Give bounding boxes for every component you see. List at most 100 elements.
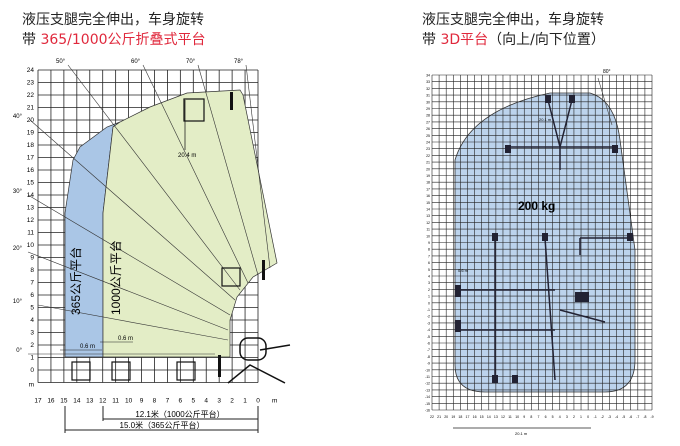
x-tick-label: 3 xyxy=(217,398,221,405)
y-tick-label: 3 xyxy=(30,330,34,337)
y-tick-label: 2 xyxy=(428,288,430,292)
left-tick-labels: 2423222120191817161514131211109876543210… xyxy=(27,67,278,405)
y-tick-label: 8 xyxy=(30,267,34,274)
angle-lines: 0°10°20°30°40°50°60°70°78° xyxy=(13,59,271,355)
y-tick-label: 19 xyxy=(426,174,430,178)
right-grid xyxy=(431,74,653,411)
y-tick-label: -13 xyxy=(425,388,430,392)
angle-line xyxy=(142,64,249,284)
right-title-line1: 液压支腿完全伸出，车身旋转 xyxy=(422,12,604,28)
y-tick-label: 6 xyxy=(428,261,430,265)
y-tick-label: 16 xyxy=(426,194,430,198)
y-tick-label: 5 xyxy=(30,305,34,312)
y-tick-label: 22 xyxy=(27,92,35,99)
x-tick-label: 12 xyxy=(99,398,107,405)
y-tick-label: -14 xyxy=(425,395,430,399)
y-tick-label: 10 xyxy=(27,242,35,249)
x-tick-label: 12 xyxy=(501,415,505,419)
y-tick-label: 7 xyxy=(428,254,430,258)
y-tick-label: 23 xyxy=(27,80,35,87)
y-tick-label: 1 xyxy=(30,355,34,362)
x-tick-label: -5 xyxy=(622,415,625,419)
y-tick-label: 21 xyxy=(27,105,35,112)
left-height-label: 20.4 m xyxy=(178,153,196,159)
x-tick-label: 16 xyxy=(47,398,55,405)
y-tick-label: 9 xyxy=(30,255,34,262)
y-tick-label: 24 xyxy=(27,67,35,74)
y-tick-label: -15 xyxy=(425,402,430,406)
x-tick-label: 1 xyxy=(243,398,247,405)
x-tick-label: -6 xyxy=(629,415,632,419)
y-tick-label: 16 xyxy=(27,167,35,174)
x-tick-label: 6 xyxy=(545,415,547,419)
platform-icon xyxy=(176,361,196,381)
y-tick-label: 26 xyxy=(426,127,430,131)
x-tick-label: -2 xyxy=(601,415,604,419)
x-tick-label: 19 xyxy=(451,415,455,419)
y-tick-label: 34 xyxy=(426,74,430,78)
y-tick-label: 21 xyxy=(426,161,430,165)
y-tick-label: 0 xyxy=(30,367,34,374)
platform-icons xyxy=(71,98,241,381)
angle-line xyxy=(29,119,236,301)
x-tick-label: -7 xyxy=(636,415,639,419)
y-tick-label: 24 xyxy=(426,141,430,145)
platform-icon xyxy=(71,361,91,381)
right-offset-label: 0.6 m xyxy=(458,268,469,273)
y-tick-label: -4 xyxy=(427,328,430,332)
offset-1000-label: 0.6 m xyxy=(118,336,133,342)
y-tick-label: 27 xyxy=(426,120,430,124)
platform-icons-3d xyxy=(455,95,633,383)
x-tick-label: -4 xyxy=(615,415,618,419)
x-tick-label: -1 xyxy=(594,415,597,419)
y-tick-label: 4 xyxy=(30,317,34,324)
left-title: 液压支腿完全伸出，车身旋转 带 365/1000公斤折叠式平台 xyxy=(22,10,206,50)
y-tick-label: -16 xyxy=(425,409,430,413)
x-tick-label: 22 xyxy=(430,415,434,419)
y-unit-label: m xyxy=(29,382,34,389)
y-tick-label: 23 xyxy=(426,147,430,151)
x-tick-label: 16 xyxy=(473,415,477,419)
x-tick-label: -8 xyxy=(643,415,646,419)
angle-line xyxy=(37,304,229,341)
x-tick-label: 18 xyxy=(458,415,462,419)
right-title-prefix: 带 xyxy=(422,32,441,48)
x-tick-label: 11 xyxy=(508,415,512,419)
x-tick-label: 20 xyxy=(444,415,448,419)
right-title-line2: 带 3D平台（向上/向下位置） xyxy=(422,30,605,50)
right-title-highlight: 3D平台 xyxy=(440,32,489,48)
y-tick-label: 13 xyxy=(426,214,430,218)
y-tick-label: 8 xyxy=(428,248,430,252)
operator-icon xyxy=(230,92,233,110)
y-tick-label: 1 xyxy=(428,295,430,299)
y-tick-label: -10 xyxy=(425,368,430,372)
x-tick-label: 5 xyxy=(552,415,554,419)
zone-365-label: 365公斤平台 xyxy=(68,247,83,315)
y-tick-label: 12 xyxy=(27,217,35,224)
x-tick-label: 4 xyxy=(204,398,208,405)
x-tick-label: 5 xyxy=(191,398,195,405)
y-tick-label: 9 xyxy=(428,241,430,245)
angle-label: 0° xyxy=(16,348,22,354)
angle-label: 70° xyxy=(186,59,196,65)
operator-icon xyxy=(262,260,265,280)
offset-365-label: 0.6 m xyxy=(80,344,95,350)
x-tick-label: 8 xyxy=(153,398,157,405)
x-tick-label: 4 xyxy=(559,415,561,419)
y-tick-label: 30 xyxy=(426,100,430,104)
y-tick-label: 25 xyxy=(426,134,430,138)
y-tick-label: -12 xyxy=(425,382,430,386)
y-tick-label: 18 xyxy=(27,142,35,149)
y-tick-label: -7 xyxy=(427,348,430,352)
right-diagram: 3433323130292827262524232221201918171615… xyxy=(425,69,654,436)
right-angle-label: 80° xyxy=(603,69,611,75)
y-tick-label: 11 xyxy=(426,228,430,232)
y-tick-label: 19 xyxy=(27,130,35,137)
x-tick-label: 9 xyxy=(140,398,144,405)
angle-label: 40° xyxy=(13,114,23,120)
y-tick-label: 13 xyxy=(27,205,35,212)
machine-icon xyxy=(227,337,291,384)
left-title-prefix: 带 xyxy=(22,32,41,48)
